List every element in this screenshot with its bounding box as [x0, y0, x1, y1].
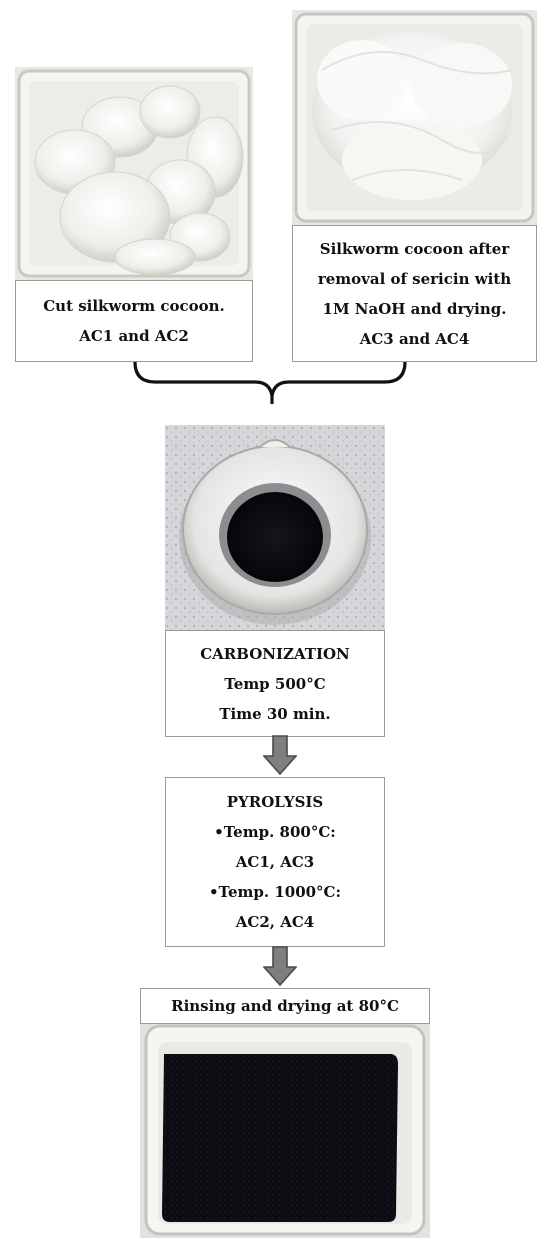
degummed-cocoon-line-4: AC3 and AC4 [359, 329, 470, 348]
carbonization-time: Time 30 min. [219, 704, 331, 723]
degummed-cocoon-line-1: Silkworm cocoon after [319, 239, 510, 258]
pyrolysis-box: PYROLYSIS •Temp. 800°C: AC1, AC3 •Temp. … [165, 777, 385, 947]
cut-cocoon-photo [15, 67, 253, 280]
cut-cocoon-label: Cut silkworm cocoon. AC1 and AC2 [15, 280, 253, 362]
degummed-cocoon-label: Silkworm cocoon after removal of sericin… [292, 225, 537, 362]
pyrolysis-temp-800: •Temp. 800°C: [214, 823, 336, 841]
pyrolysis-temp-1000: •Temp. 1000°C: [208, 883, 342, 901]
arrow-down-icon [263, 946, 297, 986]
crucible-photo [165, 425, 385, 630]
arrow-down-icon [263, 735, 297, 775]
pyrolysis-samples-800: AC1, AC3 [235, 853, 315, 871]
carbonization-temp: Temp 500°C [224, 674, 326, 693]
degummed-cocoon-line-3: 1M NaOH and drying. [322, 299, 507, 318]
degummed-cocoon-photo [292, 10, 537, 225]
rinsing-label: Rinsing and drying at 80°C [171, 997, 399, 1015]
carbonization-box: CARBONIZATION Temp 500°C Time 30 min. [165, 630, 385, 737]
degummed-cocoon-line-2: removal of sericin with [317, 269, 512, 288]
rinsing-box: Rinsing and drying at 80°C [140, 988, 430, 1024]
merge-bracket [130, 360, 410, 410]
cut-cocoon-line-2: AC1 and AC2 [79, 327, 189, 345]
pyrolysis-samples-1000: AC2, AC4 [235, 913, 315, 931]
carbonization-title: CARBONIZATION [200, 644, 350, 663]
cut-cocoon-line-1: Cut silkworm cocoon. [43, 297, 225, 315]
merge-bracket-line [133, 361, 407, 397]
activated-carbon-photo [140, 1024, 430, 1238]
pyrolysis-title: PYROLYSIS [226, 793, 324, 811]
